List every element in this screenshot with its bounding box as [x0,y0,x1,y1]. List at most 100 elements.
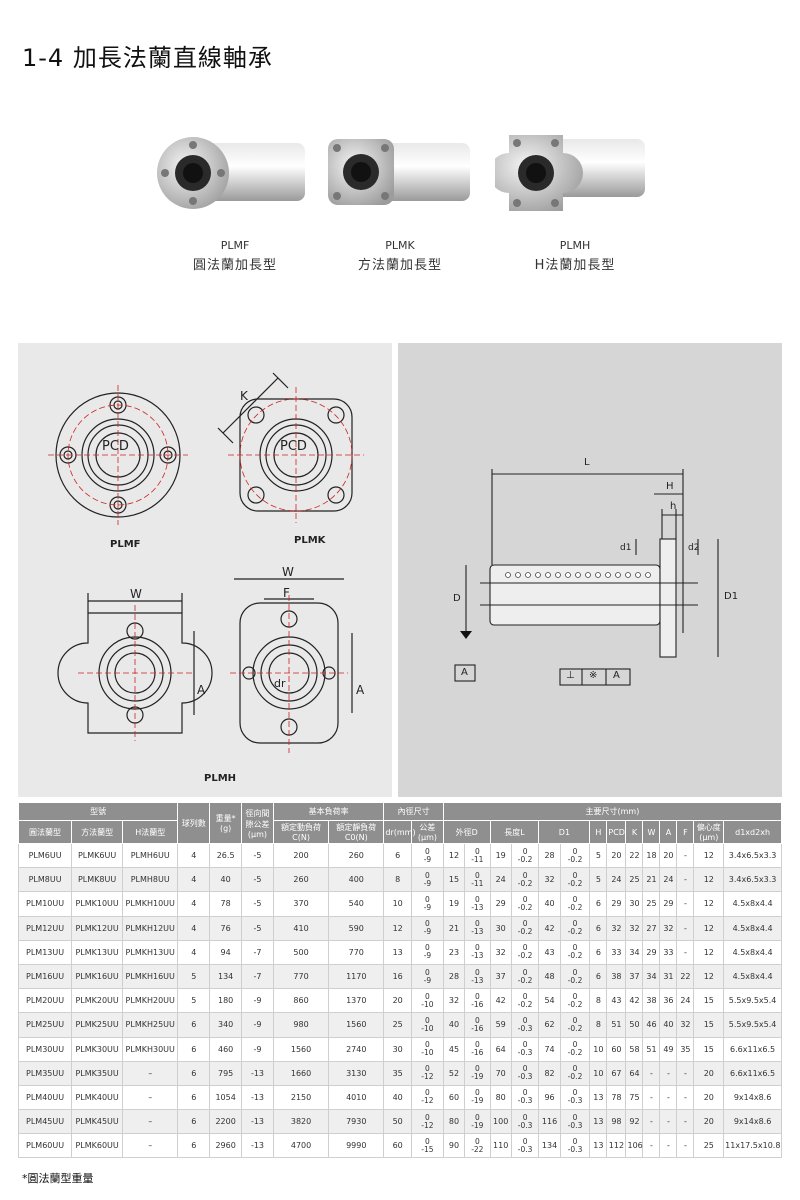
table-cell-r: PLM10UU [17,891,73,917]
table-cell-n: 4 [177,891,211,917]
table-cell-D1: 96 [538,1084,561,1111]
tolerance-lower: -0.2 [567,1072,583,1082]
footnote: *圓法蘭型重量 [22,1172,94,1185]
header-d1: D1 [538,820,591,844]
table-cell-A: 31 [659,963,678,990]
table-cell-A: - [659,1133,678,1159]
header-dr: dr(mm) [383,820,416,844]
perp-symbol: ⊥ [566,670,575,681]
table-cell-F: - [676,1133,695,1159]
table-cell-s: PLMK13UU [71,939,124,965]
tolerance-lower: -19 [471,1072,484,1082]
table-cell-A: 20 [659,842,678,869]
table-cell-e: 20 [693,1109,725,1135]
tolerance-upper: 0 [522,1040,528,1050]
tolerance: 0-0.2 [568,944,583,960]
table-cell-c: -13 [241,1084,274,1111]
tolerance: 0-0.3 [518,1041,533,1057]
table-cell-Lt: 0-0.2 [510,963,540,990]
table-cell-L: 37 [489,963,512,990]
table-cell-k: 50 [625,1012,644,1038]
tolerance-lower: -0.2 [517,975,533,985]
tolerance-upper: 0 [474,1064,480,1074]
drawing-label-l: L [584,457,590,468]
tolerance-lower: -12 [421,1096,434,1106]
header-model: 型號 [17,802,179,821]
table-cell-c: -13 [241,1109,274,1135]
tolerance: 0-9 [424,920,431,936]
table-cell-w: 26.5 [209,842,243,869]
tolerance-lower: -9 [423,975,432,985]
table-cell-b: 4.5x8x4.4 [723,939,782,965]
table-cell-D1t: 0-0.2 [559,915,591,941]
table-cell-st: 3130 [328,1060,385,1086]
table-cell-n: 6 [177,1133,211,1159]
front-view-svg [48,372,364,753]
tolerance-lower: -0.2 [517,854,533,864]
table-cell-dr: 50 [383,1109,412,1135]
table-cell-pcd: 33 [606,939,627,965]
table-cell-Lt: 0-0.2 [510,939,540,965]
tolerance-upper: 0 [474,870,480,880]
header-bore: 內徑尺寸 [383,802,444,821]
table-cell-W: 34 [642,963,661,990]
table-cell-r: PLM8UU [17,867,73,893]
table-cell-r: PLM25UU [17,1012,73,1038]
table-cell-b: 5.5x9.5x5.4 [723,988,782,1014]
table-cell-s: PLMK6UU [71,842,124,869]
table-cell-D1t: 0-0.2 [559,963,591,990]
table-cell-k: 75 [625,1084,644,1111]
table-cell-A: 49 [659,1036,678,1062]
tolerance-lower: -15 [421,1144,434,1154]
table-cell-H: 13 [589,1133,608,1159]
tolerance: 0-0.2 [518,895,533,912]
table-cell-s: PLMK12UU [71,915,124,941]
table-cell-b: 9x14x8.6 [723,1109,782,1135]
tolerance-lower: -10 [421,1023,434,1033]
table-cell-W: 51 [642,1036,661,1062]
table-cell-pcd: 29 [606,891,627,917]
table-cell-st: 4010 [328,1084,385,1111]
table-cell-st: 400 [328,867,385,893]
tolerance-upper: 0 [522,967,528,977]
table-cell-st: 1170 [328,963,385,990]
table-cell-st: 2740 [328,1036,385,1062]
table-cell-dr: 60 [383,1133,412,1159]
table-cell-st: 7930 [328,1109,385,1135]
drawing-label-plmh: PLMH [204,773,237,784]
tolerance-lower: -0.3 [517,1072,533,1082]
drawing-label-d2: d2 [688,543,700,553]
tolerance-lower: -0.3 [517,1023,533,1033]
tolerance: 0-0.2 [568,992,583,1009]
table-cell-Dt: 0-16 [464,1012,491,1038]
table-cell-D1t: 0-0.2 [559,891,591,917]
table-cell-D1t: 0-0.3 [559,1133,591,1159]
table-cell-st: 1370 [328,988,385,1014]
table-cell-L: 64 [489,1036,512,1062]
table-cell-e: 12 [693,915,725,941]
drawing-label-a: A [197,683,206,697]
table-cell-n: 6 [177,1109,211,1135]
table-cell-W: - [642,1060,661,1086]
table-cell-D: 19 [442,891,466,917]
table-cell-n: 4 [177,867,211,893]
table-cell-w: 134 [209,963,243,990]
table-cell-drt: 0-10 [411,988,444,1014]
tolerance-upper: 0 [425,870,430,880]
table-cell-pcd: 24 [606,867,627,893]
table-cell-h: – [122,1109,179,1135]
table-cell-r: PLM6UU [17,842,73,869]
tolerance-lower: -11 [471,854,484,864]
tolerance-upper: 0 [425,1015,430,1025]
tolerance-lower: -0.2 [567,878,583,888]
table-cell-e: 12 [693,842,725,869]
tolerance: 0-19 [471,1113,483,1130]
table-cell-D1t: 0-0.2 [559,842,591,869]
tolerance: 0-15 [421,1137,434,1154]
tolerance-upper: 0 [425,919,430,929]
table-cell-w: 460 [209,1036,243,1062]
